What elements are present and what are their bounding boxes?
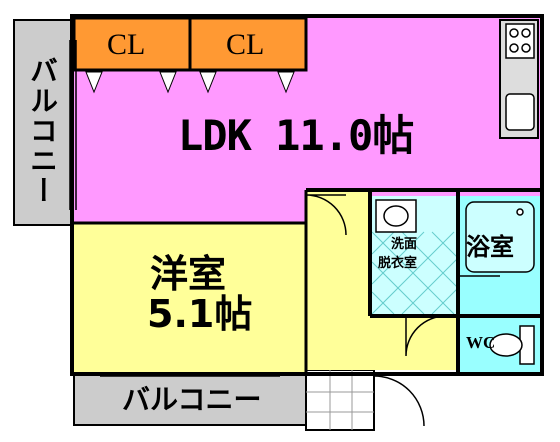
bath-label: 浴室 xyxy=(466,233,514,261)
washroom-label-2: 脱衣室 xyxy=(378,256,418,271)
closet-left-label: CL xyxy=(107,28,146,61)
washing-machine-icon xyxy=(375,199,417,233)
genkan xyxy=(306,310,456,370)
sink-icon xyxy=(505,93,535,131)
bathtub-icon xyxy=(465,201,535,273)
balcony-bottom-label: バルコニー xyxy=(122,383,262,416)
windows xyxy=(69,40,280,377)
ldk-label: LDK 11.0帖 xyxy=(178,111,414,160)
walls xyxy=(70,14,544,376)
washroom-label-1: 洗面 xyxy=(391,237,418,252)
closet-right-label: CL xyxy=(226,28,265,61)
left-balcony xyxy=(13,19,73,226)
bedroom-size: 5.1帖 xyxy=(147,292,253,336)
balcony-left-label: バルコニー xyxy=(26,56,59,206)
toilet-label: WC xyxy=(466,333,496,352)
washroom-tile-pattern xyxy=(371,231,459,315)
bottom-balcony xyxy=(73,374,307,426)
stove-icon xyxy=(505,23,535,59)
bedroom-name: 洋室 xyxy=(150,252,227,296)
door-swings xyxy=(305,194,500,427)
closet-door-markers xyxy=(85,71,295,94)
entrance-landing xyxy=(305,369,375,431)
toilet-icon xyxy=(489,325,535,365)
closet-right xyxy=(188,16,308,72)
bedroom xyxy=(74,223,306,373)
